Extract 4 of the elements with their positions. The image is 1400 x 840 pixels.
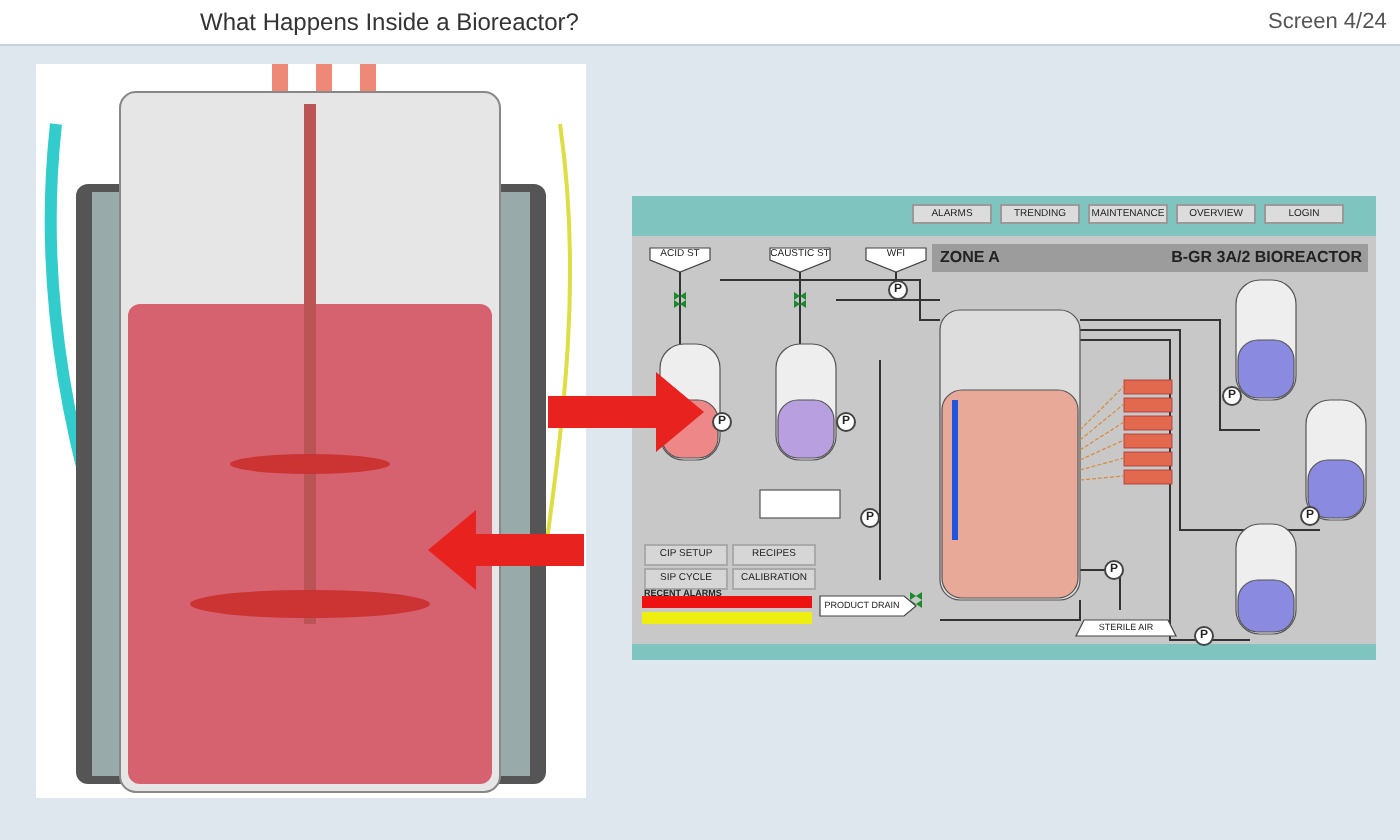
- screen-counter: Screen 4/24: [1268, 10, 1387, 34]
- slide-title: What Happens Inside a Bioreactor?: [200, 8, 579, 36]
- zone-title: ZONE A: [940, 248, 1000, 266]
- unit-title: B-GR 3A/2 BIOREACTOR: [1170, 248, 1362, 266]
